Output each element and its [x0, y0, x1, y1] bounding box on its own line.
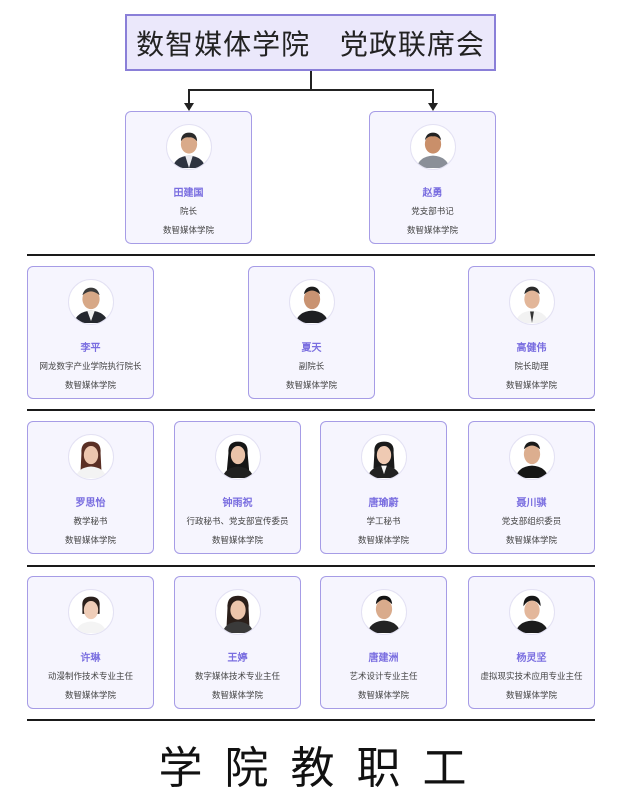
avatar-photo — [508, 434, 555, 480]
person-org: 数智媒体学院 — [64, 691, 116, 701]
person-role: 院长 — [179, 207, 197, 217]
avatar-photo — [67, 434, 114, 480]
connector-bar — [188, 89, 434, 91]
connector-right — [432, 89, 434, 103]
avatar-photo — [288, 279, 335, 325]
person-card: 夏天 副院长 数智媒体学院 — [248, 266, 375, 399]
person-role: 学工秘书 — [366, 517, 401, 527]
connector-stem — [310, 71, 312, 91]
person-name: 唐瑜蔚 — [368, 498, 399, 509]
person-org: 数智媒体学院 — [505, 691, 557, 701]
person-card: 杨灵坚 虚拟现实技术应用专业主任 数智媒体学院 — [468, 576, 595, 709]
person-role: 副院长 — [298, 362, 325, 372]
avatar-photo — [360, 589, 407, 635]
person-name: 聂川骐 — [516, 498, 547, 509]
person-card: 聂川骐 党支部组织委员 数智媒体学院 — [468, 421, 595, 554]
person-name: 杨灵坚 — [516, 653, 547, 664]
person-name: 唐建洲 — [368, 653, 399, 664]
person-name: 许琳 — [80, 653, 101, 664]
person-role: 网龙数字产业学院执行院长 — [39, 362, 142, 372]
person-org: 数智媒体学院 — [505, 381, 557, 391]
person-card: 王婷 数字媒体技术专业主任 数智媒体学院 — [174, 576, 301, 709]
person-role: 艺术设计专业主任 — [349, 672, 418, 682]
person-role: 党支部组织委员 — [501, 517, 562, 527]
person-org: 数智媒体学院 — [406, 226, 458, 236]
person-name: 田建国 — [173, 188, 204, 199]
row-divider — [27, 565, 595, 567]
avatar-photo — [508, 589, 555, 635]
person-role: 虚拟现实技术应用专业主任 — [480, 672, 583, 682]
person-org: 数智媒体学院 — [162, 226, 214, 236]
person-role: 动漫制作技术专业主任 — [47, 672, 133, 682]
person-name: 钟雨祝 — [222, 498, 253, 509]
faculty-title: 学院教职工 — [158, 743, 489, 794]
avatar-photo — [67, 279, 114, 325]
avatar-photo — [508, 279, 555, 325]
person-org: 数智媒体学院 — [357, 691, 409, 701]
avatar-photo — [67, 589, 114, 635]
person-org: 数智媒体学院 — [357, 536, 409, 546]
person-org: 数智媒体学院 — [211, 536, 263, 546]
arrow-left-icon — [184, 103, 194, 111]
person-card: 李平 网龙数字产业学院执行院长 数智媒体学院 — [27, 266, 154, 399]
person-name: 赵勇 — [422, 188, 443, 199]
person-org: 数智媒体学院 — [285, 381, 337, 391]
person-card: 唐瑜蔚 学工秘书 数智媒体学院 — [320, 421, 447, 554]
person-role: 数字媒体技术专业主任 — [194, 672, 280, 682]
row-divider — [27, 409, 595, 411]
person-card: 许琳 动漫制作技术专业主任 数智媒体学院 — [27, 576, 154, 709]
person-card: 高健伟 院长助理 数智媒体学院 — [468, 266, 595, 399]
row-divider — [27, 254, 595, 256]
avatar-photo — [214, 589, 261, 635]
person-name: 夏天 — [301, 343, 322, 354]
avatar-photo — [165, 124, 212, 170]
avatar-photo — [214, 434, 261, 480]
person-org: 数智媒体学院 — [64, 381, 116, 391]
person-org: 数智媒体学院 — [64, 536, 116, 546]
avatar-photo — [409, 124, 456, 170]
person-role: 行政秘书、党支部宣传委员 — [186, 517, 289, 527]
person-card: 唐建洲 艺术设计专业主任 数智媒体学院 — [320, 576, 447, 709]
connector-left — [188, 89, 190, 103]
row-divider — [27, 719, 595, 721]
arrow-right-icon — [428, 103, 438, 111]
person-name: 李平 — [80, 343, 101, 354]
council-title: 数智媒体学院 党政联席会 — [125, 14, 496, 71]
person-name: 罗思怡 — [75, 498, 106, 509]
avatar-photo — [360, 434, 407, 480]
person-role: 教学秘书 — [73, 517, 108, 527]
person-card: 罗思怡 教学秘书 数智媒体学院 — [27, 421, 154, 554]
person-role: 院长助理 — [514, 362, 549, 372]
person-name: 王婷 — [227, 653, 248, 664]
person-org: 数智媒体学院 — [211, 691, 263, 701]
person-card: 钟雨祝 行政秘书、党支部宣传委员 数智媒体学院 — [174, 421, 301, 554]
person-name: 高健伟 — [516, 343, 547, 354]
person-card: 田建国 院长 数智媒体学院 — [125, 111, 252, 244]
person-role: 党支部书记 — [411, 207, 454, 217]
person-org: 数智媒体学院 — [505, 536, 557, 546]
person-card: 赵勇 党支部书记 数智媒体学院 — [369, 111, 496, 244]
